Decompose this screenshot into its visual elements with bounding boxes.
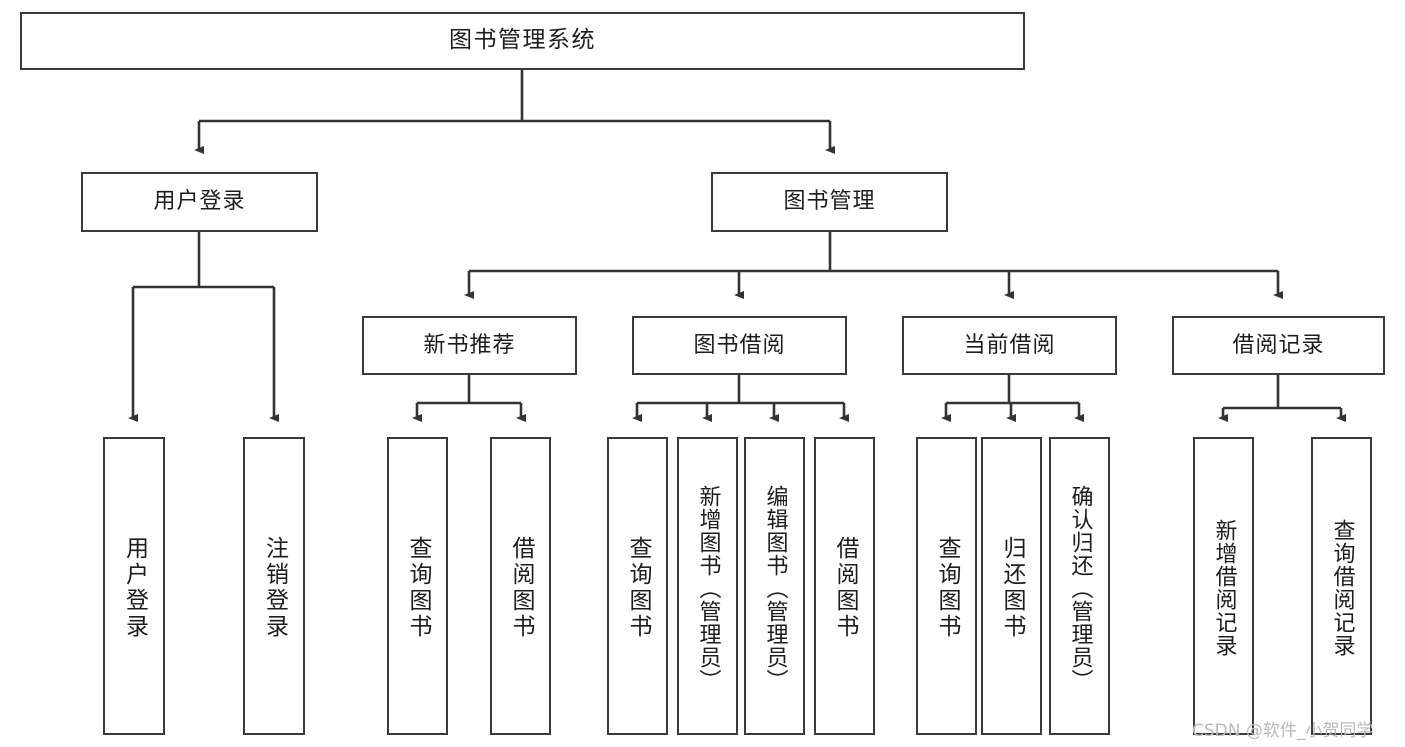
node-current-borrow[interactable]: 当前借阅 <box>902 316 1117 375</box>
node-label: 查询借阅记录 <box>1329 519 1355 657</box>
leaf-query-book-recommend[interactable]: 查询图书 <box>387 437 448 735</box>
node-label: 借阅图书 <box>832 536 858 640</box>
node-label: 查询图书 <box>625 536 651 640</box>
node-label: 确认归还（管理员） <box>1067 484 1093 692</box>
leaf-user-login[interactable]: 用户登录 <box>103 437 165 735</box>
leaf-edit-book[interactable]: 编辑图书（管理员） <box>744 437 805 735</box>
node-label: 借阅记录 <box>1232 332 1325 358</box>
node-root-system[interactable]: 图书管理系统 <box>20 12 1025 70</box>
node-label: 新增图书（管理员） <box>695 484 721 692</box>
node-label: 编辑图书（管理员） <box>762 484 788 692</box>
leaf-query-borrow-record[interactable]: 查询借阅记录 <box>1311 437 1372 735</box>
node-label: 借阅图书 <box>508 536 534 640</box>
node-borrow-record[interactable]: 借阅记录 <box>1172 316 1385 375</box>
node-label: 图书管理 <box>783 189 876 215</box>
node-label: 用户登录 <box>153 189 246 215</box>
leaf-query-book-current[interactable]: 查询图书 <box>916 437 977 735</box>
node-label: 当前借阅 <box>963 332 1056 358</box>
node-label: 图书借阅 <box>693 332 786 358</box>
node-book-borrow[interactable]: 图书借阅 <box>632 316 847 375</box>
node-user-login[interactable]: 用户登录 <box>81 172 318 232</box>
node-label: 用户登录 <box>121 536 148 640</box>
node-label: 归还图书 <box>999 536 1025 640</box>
leaf-logout-login[interactable]: 注销登录 <box>243 437 305 735</box>
leaf-return-book[interactable]: 归还图书 <box>981 437 1042 735</box>
leaf-borrow-book[interactable]: 借阅图书 <box>814 437 875 735</box>
node-label: 图书管理系统 <box>449 27 596 54</box>
node-new-book-recommend[interactable]: 新书推荐 <box>362 316 577 375</box>
leaf-borrow-book-recommend[interactable]: 借阅图书 <box>490 437 551 735</box>
node-label: 查询图书 <box>405 536 431 640</box>
node-label: 查询图书 <box>934 536 960 640</box>
leaf-query-book-borrow[interactable]: 查询图书 <box>607 437 668 735</box>
csdn-watermark: CSDN @软件_小贺同学 <box>1192 721 1374 741</box>
node-label: 新增借阅记录 <box>1211 519 1237 657</box>
leaf-add-book[interactable]: 新增图书（管理员） <box>677 437 738 735</box>
node-label: 注销登录 <box>261 536 288 640</box>
node-book-management[interactable]: 图书管理 <box>711 172 948 232</box>
leaf-add-borrow-record[interactable]: 新增借阅记录 <box>1193 437 1254 735</box>
node-label: 新书推荐 <box>423 332 516 358</box>
leaf-confirm-return[interactable]: 确认归还（管理员） <box>1049 437 1110 735</box>
